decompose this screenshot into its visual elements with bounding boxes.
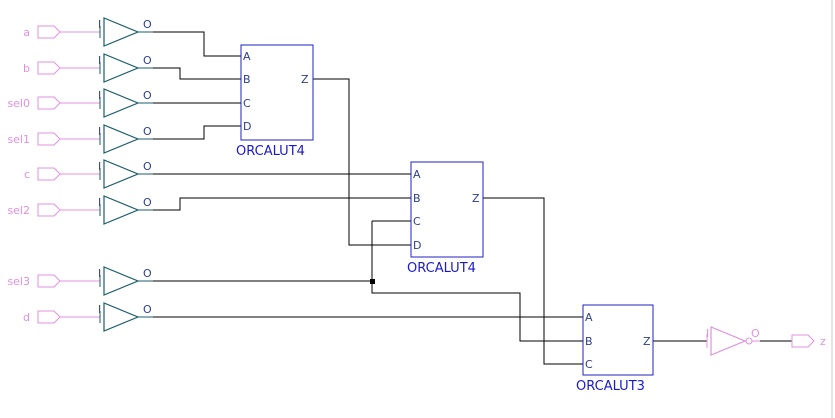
- port-label-d: d: [23, 311, 30, 324]
- input-buffer-c[interactable]: I O: [98, 159, 153, 189]
- input-buffer-sel1[interactable]: I O: [98, 124, 153, 154]
- buffer-in-pin: I: [98, 18, 101, 31]
- input-port-c[interactable]: c: [24, 167, 100, 181]
- lut-pin-Z: Z: [472, 192, 480, 205]
- buffer-out-pin: O: [751, 327, 760, 340]
- lut-pin-D: D: [243, 120, 251, 133]
- buffer-in-pin: I: [98, 54, 101, 67]
- lut-pin-Z: Z: [643, 335, 651, 348]
- buffer-in-pin: I: [98, 160, 101, 173]
- junction-dot: [370, 279, 375, 284]
- lut-pin-B: B: [243, 73, 251, 86]
- input-buffer-sel0[interactable]: I O: [98, 88, 153, 118]
- buffer-out-pin: O: [143, 125, 152, 138]
- input-buffer-a[interactable]: I O: [98, 17, 153, 47]
- lut-pin-D: D: [413, 239, 421, 252]
- lut-pin-C: C: [585, 358, 593, 371]
- wires: [153, 31, 792, 365]
- input-port-b[interactable]: b: [23, 61, 100, 75]
- lut-block-3[interactable]: A B C Z ORCALUT3: [576, 304, 654, 394]
- port-label-c: c: [24, 168, 30, 181]
- input-port-d[interactable]: d: [23, 310, 100, 324]
- buffer-in-pin: I: [98, 267, 101, 280]
- lut-pin-B: B: [413, 192, 421, 205]
- output-port-z[interactable]: z: [791, 334, 826, 348]
- input-buffer-d[interactable]: I O: [98, 302, 153, 332]
- lut-pin-A: A: [585, 311, 593, 324]
- buffer-out-pin: O: [143, 196, 152, 209]
- lut-pin-A: A: [413, 168, 421, 181]
- port-label-z: z: [820, 335, 826, 348]
- lut-pin-C: C: [243, 97, 251, 110]
- lut-type-label: ORCALUT3: [576, 379, 645, 394]
- input-port-sel0[interactable]: sel0: [7, 96, 100, 110]
- buffer-in-pin: I: [706, 327, 709, 340]
- input-port-sel2[interactable]: sel2: [7, 203, 100, 217]
- port-label-sel3: sel3: [7, 275, 30, 288]
- input-buffer-b[interactable]: I O: [98, 53, 153, 83]
- input-port-sel3[interactable]: sel3: [7, 274, 100, 288]
- buffer-in-pin: I: [98, 196, 101, 209]
- input-port-a[interactable]: a: [23, 25, 100, 39]
- port-label-sel0: sel0: [7, 97, 30, 110]
- buffer-in-pin: I: [98, 303, 101, 316]
- buffer-out-pin: O: [143, 160, 152, 173]
- port-label-sel1: sel1: [7, 133, 30, 146]
- port-label-sel2: sel2: [7, 204, 30, 217]
- buffer-out-pin: O: [143, 267, 152, 280]
- lut-block-1[interactable]: A B C D Z ORCALUT4: [236, 44, 314, 159]
- buffer-in-pin: I: [98, 125, 101, 138]
- input-buffer-sel2[interactable]: I O: [98, 195, 153, 225]
- buffer-out-pin: O: [143, 18, 152, 31]
- lut-pin-Z: Z: [301, 73, 309, 86]
- lut-pin-A: A: [243, 50, 251, 63]
- lut-type-label: ORCALUT4: [407, 261, 476, 276]
- buffer-out-pin: O: [143, 89, 152, 102]
- output-buffer[interactable]: I O: [706, 326, 760, 356]
- lut-pin-B: B: [585, 335, 593, 348]
- lut-type-label: ORCALUT4: [236, 144, 305, 159]
- buffer-in-pin: I: [98, 89, 101, 102]
- input-buffer-sel3[interactable]: I O: [98, 266, 153, 296]
- buffer-out-pin: O: [143, 303, 152, 316]
- port-label-b: b: [23, 62, 30, 75]
- input-port-sel1[interactable]: sel1: [7, 132, 100, 146]
- lut-pin-C: C: [413, 215, 421, 228]
- port-label-a: a: [23, 26, 30, 39]
- lut-block-2[interactable]: A B C D Z ORCALUT4: [407, 161, 484, 276]
- buffer-out-pin: O: [143, 54, 152, 67]
